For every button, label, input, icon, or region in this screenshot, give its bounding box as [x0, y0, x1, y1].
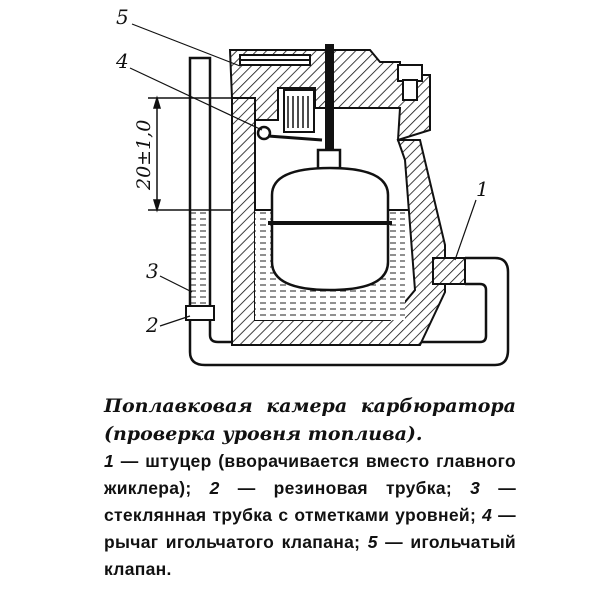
legend-text: резиновая трубка;: [273, 478, 452, 498]
legend-num: 4: [482, 505, 493, 525]
legend-num: 5: [367, 532, 378, 552]
fitting: [432, 257, 466, 285]
caption-title: Поплавковая камера карбюратора (проверка…: [104, 395, 516, 445]
label-1: 1: [476, 177, 489, 201]
rubber-tube: [188, 256, 510, 367]
float: [268, 148, 392, 292]
legend-text: игольчатый клапан.: [104, 532, 516, 579]
figure-caption: Поплавковая камера карбюратора (проверка…: [104, 392, 516, 583]
label-2: 2: [145, 313, 159, 337]
label-5: 5: [116, 5, 129, 29]
legend-text: штуцер (вворачивается вместо главного жи…: [104, 451, 517, 498]
float-chamber-diagram: 20±1,0 5 4 1 3 2: [115, 5, 510, 367]
label-3: 3: [146, 259, 159, 283]
legend-num: 2: [209, 478, 220, 498]
leader-lines: [129, 23, 477, 327]
glass-tube: [185, 56, 215, 321]
label-4: 4: [115, 49, 129, 73]
legend-num: 1: [104, 451, 115, 471]
dimension-label: 20±1,0: [133, 120, 155, 191]
legend-text: рычаг игольчатого клапана;: [104, 532, 361, 552]
legend-num: 3: [470, 478, 481, 498]
legend-text: стеклянная трубка с отметками уровней;: [104, 505, 477, 525]
needle-valve: [283, 44, 334, 154]
caption-legend: 1 — штуцер (вворачивается вместо главног…: [104, 451, 517, 579]
